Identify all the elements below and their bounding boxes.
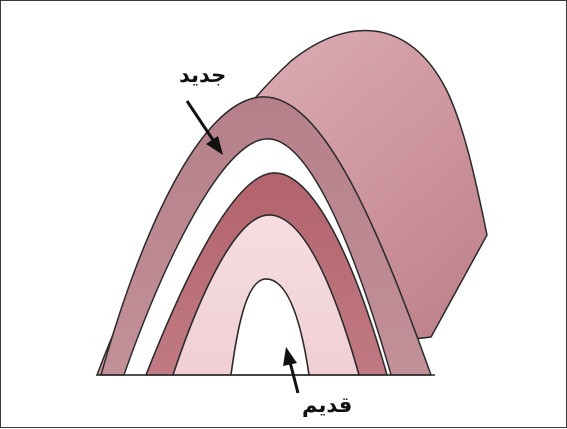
label-old-layer: قدیم xyxy=(302,395,352,416)
label-new-layer: جدید xyxy=(179,65,226,86)
